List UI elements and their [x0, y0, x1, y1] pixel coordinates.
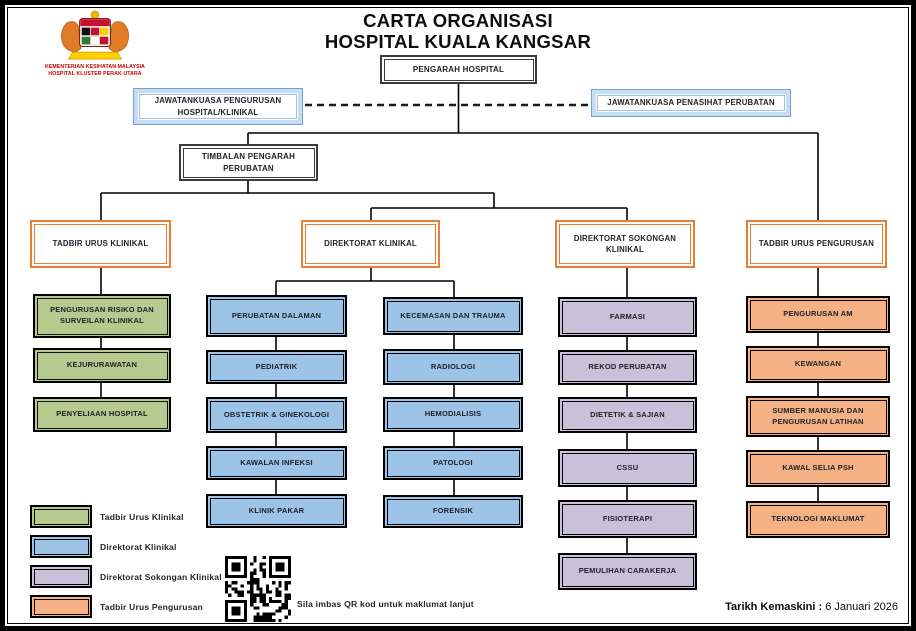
title-line1: CARTA ORGANISASI — [363, 10, 553, 31]
org-box-pediatrik: PEDIATRIK — [206, 350, 347, 384]
branch-header-direktorat-sokongan-klinikal: DIREKTORAT SOKONGAN KLINIKAL — [555, 220, 695, 268]
org-box-label: DIETETIK & SAJIAN — [590, 409, 665, 419]
node-label: JAWATANKUASA PENASIHAT PERUBATAN — [607, 98, 775, 108]
legend-label: Tadbir Urus Pengurusan — [100, 602, 203, 612]
legend-swatch-purple — [30, 565, 92, 588]
org-box-label: KEJURURAWATAN — [66, 360, 138, 370]
legend-swatch-green — [30, 505, 92, 528]
org-box-label: FORENSIK — [432, 506, 474, 516]
org-box-label: RADIOLOGI — [430, 361, 476, 371]
branch-header-direktorat-klinikal: DIREKTORAT KLINIKAL — [301, 220, 440, 268]
node-jawatankuasa-penasihat: JAWATANKUASA PENASIHAT PERUBATAN — [591, 89, 791, 117]
org-box-patologi: PATOLOGI — [383, 446, 523, 480]
node-label: JAWATANKUASA PENGURUSAN HOSPITAL/KLINIKA… — [154, 96, 282, 117]
org-box-label: CSSU — [616, 462, 639, 472]
title-line2: HOSPITAL KUALA KANGSAR — [324, 31, 592, 52]
org-box-cssu: CSSU — [558, 449, 697, 487]
page-title: CARTA ORGANISASI HOSPITAL KUALA KANGSAR — [0, 10, 916, 52]
org-box-label: SUMBER MANUSIA DAN PENGURUSAN LATIHAN — [772, 405, 864, 426]
org-box-label: KAWALAN INFEKSI — [240, 457, 313, 467]
org-box-penyeliaan-hospital: PENYELIAAN HOSPITAL — [33, 397, 171, 432]
org-box-kawal-selia-psh: KAWAL SELIA PSH — [746, 450, 890, 487]
org-box-label: PATOLOGI — [433, 457, 473, 467]
last-updated-label: Tarikh Kemaskini : — [725, 601, 823, 613]
org-box-perubatan-dalaman: PERUBATAN DALAMAN — [206, 295, 347, 337]
org-box-label: REKOD PERUBATAN — [588, 362, 667, 372]
qr-code-pattern — [225, 556, 291, 622]
legend-label: Tadbir Urus Klinikal — [100, 512, 184, 522]
legend-label: Direktorat Sokongan Klinikal — [100, 572, 222, 582]
org-box-label: HEMODIALISIS — [424, 409, 482, 419]
org-box-label: PEDIATRIK — [255, 361, 298, 371]
org-box-pengurusan-am: PENGURUSAN AM — [746, 296, 890, 333]
org-box-farmasi: FARMASI — [558, 297, 697, 337]
branch-header-tadbir-urus-klinikal: TADBIR URUS KLINIKAL — [30, 220, 171, 268]
org-box-label: KAWAL SELIA PSH — [782, 463, 854, 473]
org-box-fisioterapi: FISIOTERAPI — [558, 500, 697, 538]
branch-header-tadbir-urus-pengurusan: TADBIR URUS PENGURUSAN — [746, 220, 887, 268]
org-box-sumber-manusia: SUMBER MANUSIA DAN PENGURUSAN LATIHAN — [746, 396, 890, 437]
node-timbalan-pengarah: TIMBALAN PENGARAH PERUBATAN — [179, 144, 318, 181]
org-box-dietetik-sajian: DIETETIK & SAJIAN — [558, 397, 697, 433]
node-label: PENGARAH HOSPITAL — [412, 64, 505, 74]
org-box-kewangan: KEWANGAN — [746, 346, 890, 383]
org-box-hemodialisis: HEMODIALISIS — [383, 397, 523, 432]
node-pengarah-hospital: PENGARAH HOSPITAL — [380, 55, 537, 84]
qr-caption: Sila imbas QR kod untuk maklumat lanjut — [297, 599, 474, 609]
branch-label: TADBIR URUS PENGURUSAN — [758, 239, 875, 249]
org-box-obstetrik-ginekologi: OBSTETRIK & GINEKOLOGI — [206, 397, 347, 433]
branch-label: TADBIR URUS KLINIKAL — [52, 239, 149, 249]
org-box-label: PERUBATAN DALAMAN — [231, 310, 322, 320]
org-box-label: KEWANGAN — [794, 359, 842, 369]
org-box-label: PENGURUSAN AM — [783, 309, 853, 319]
org-box-label: PENGURUSAN RISIKO DAN SURVEILAN KLINIKAL — [50, 305, 154, 325]
org-box-forensik: FORENSIK — [383, 495, 523, 528]
org-box-pengurusan-risiko: PENGURUSAN RISIKO DAN SURVEILAN KLINIKAL — [33, 294, 171, 338]
last-updated-value: 6 Januari 2026 — [825, 601, 898, 613]
legend-label: Direktorat Klinikal — [100, 542, 177, 552]
org-box-label: PEMULIHAN CARAKERJA — [578, 566, 677, 576]
org-box-label: KECEMASAN DAN TRAUMA — [400, 310, 506, 320]
org-box-label: TEKNOLOGI MAKLUMAT — [771, 514, 865, 524]
branch-label: DIREKTORAT SOKONGAN KLINIKAL — [573, 233, 677, 254]
org-box-kejururawatan: KEJURURAWATAN — [33, 348, 171, 383]
logo-caption-line2: HOSPITAL KLUSTER PERAK UTARA — [48, 71, 142, 78]
logo-caption-line1: KEMENTERIAN KESIHATAN MALAYSIA — [44, 64, 146, 70]
org-box-klinik-pakar: KLINIK PAKAR — [206, 494, 347, 528]
last-updated: Tarikh Kemaskini : 6 Januari 2026 — [540, 601, 898, 613]
org-box-radiologi: RADIOLOGI — [383, 349, 523, 385]
org-box-label: KLINIK PAKAR — [248, 505, 305, 515]
node-jawatankuasa-pengurusan: JAWATANKUASA PENGURUSAN HOSPITAL/KLINIKA… — [133, 88, 303, 125]
org-box-rekod-perubatan: REKOD PERUBATAN — [558, 350, 697, 385]
org-box-label: OBSTETRIK & GINEKOLOGI — [223, 409, 330, 419]
org-box-label: FISIOTERAPI — [602, 513, 653, 523]
org-box-kawalan-infeksi: KAWALAN INFEKSI — [206, 446, 347, 480]
org-box-pemulihan-carakerja: PEMULIHAN CARAKERJA — [558, 553, 697, 590]
branch-label: DIREKTORAT KLINIKAL — [324, 239, 417, 249]
legend-swatch-blue — [30, 535, 92, 558]
legend-swatch-orange — [30, 595, 92, 618]
org-box-label: PENYELIAAN HOSPITAL — [56, 409, 148, 419]
ministry-logo: KEMENTERIAN KESIHATAN MALAYSIA HOSPITAL … — [36, 8, 154, 78]
org-box-teknologi-maklumat: TEKNOLOGI MAKLUMAT — [746, 501, 890, 538]
node-label: TIMBALAN PENGARAH PERUBATAN — [201, 151, 296, 173]
qr-code-icon — [225, 556, 291, 622]
malaysia-coat-of-arms-icon — [61, 10, 129, 60]
org-box-label: FARMASI — [609, 311, 646, 321]
org-box-kecemasan-trauma: KECEMASAN DAN TRAUMA — [383, 297, 523, 335]
